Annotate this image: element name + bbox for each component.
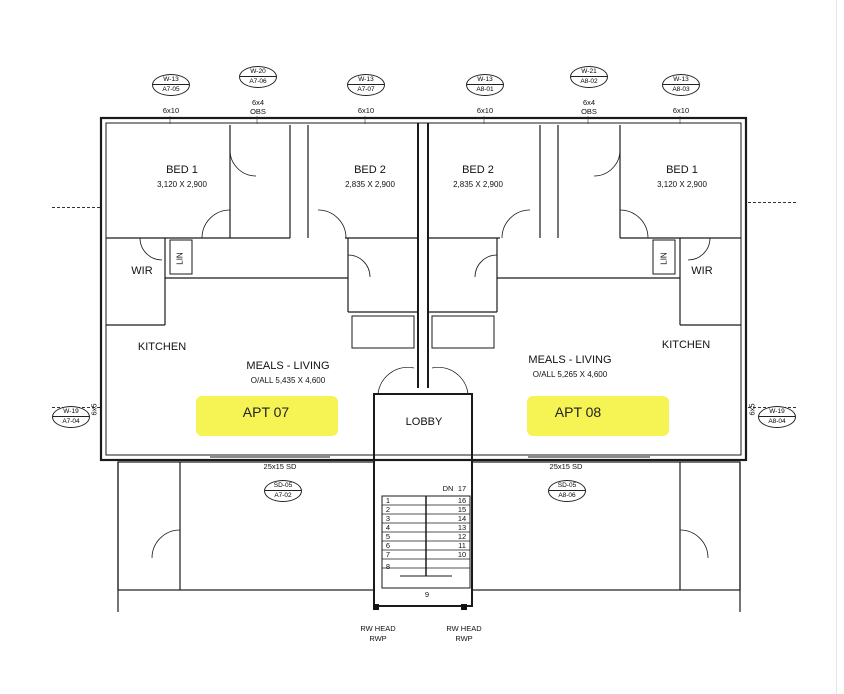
downpipe-label: RW HEAD	[360, 624, 396, 633]
room-dims: 3,120 X 2,900	[657, 180, 707, 189]
room-dims: 3,120 X 2,900	[157, 180, 207, 189]
stair-direction: DN	[442, 484, 454, 493]
room-dims: 2,835 X 2,900	[345, 180, 395, 189]
room-name: KITCHEN	[137, 341, 187, 353]
window-size: 6x4	[251, 98, 265, 107]
stair-step: 13	[457, 523, 467, 532]
stair-step: 10	[457, 550, 467, 559]
room-name: WIR	[131, 265, 153, 277]
room-name: BED 1	[166, 164, 198, 176]
guide-line-right	[748, 202, 796, 203]
room-dims: O/ALL 5,435 X 4,600	[250, 376, 326, 385]
stair-step: 3	[385, 514, 391, 523]
downpipe-label: RWP	[455, 634, 473, 643]
apt-07-highlight	[196, 396, 338, 436]
stair-landing: 9	[424, 590, 430, 599]
room-name: LOBBY	[405, 416, 443, 428]
apartment-label: APT 08	[554, 404, 602, 420]
room-name: BED 1	[666, 164, 698, 176]
guide-line-left	[52, 207, 100, 208]
window-size: 6x10	[672, 106, 690, 115]
room-name: BED 2	[462, 164, 494, 176]
stair-step: 15	[457, 505, 467, 514]
window-size: 6x5	[89, 403, 99, 416]
window-label: OBS	[581, 107, 597, 116]
stair-step: 1	[385, 496, 391, 505]
apartment-label: APT 07	[242, 404, 290, 420]
window-size: 6x10	[162, 106, 180, 115]
door-size: 25x15 SD	[263, 462, 297, 471]
room-dims: O/ALL 5,265 X 4,600	[532, 370, 608, 379]
window-size: 6x10	[476, 106, 494, 115]
stair-step: 11	[458, 541, 466, 550]
window-size: 6x5	[747, 403, 757, 416]
window-size: 6x10	[357, 106, 375, 115]
stair-step: 8	[385, 562, 391, 571]
page-edge-line	[836, 0, 837, 694]
door-size: 25x15 SD	[549, 462, 583, 471]
stair-step: 4	[385, 523, 391, 532]
window-size: 6x4	[582, 98, 596, 107]
downpipe-label: RWP	[369, 634, 387, 643]
room-name: LIN	[175, 252, 185, 265]
room-name: LIN	[659, 252, 669, 265]
stair-step: 17	[457, 484, 467, 493]
stair-step: 6	[385, 541, 391, 550]
stair-step: 16	[457, 496, 467, 505]
downpipe-label: RW HEAD	[446, 624, 482, 633]
window-label: OBS	[250, 107, 266, 116]
room-name: MEALS - LIVING	[246, 360, 330, 372]
room-name: BED 2	[354, 164, 386, 176]
room-dims: 2,835 X 2,900	[453, 180, 503, 189]
room-name: MEALS - LIVING	[528, 354, 612, 366]
apt-08-highlight	[527, 396, 669, 436]
room-name: KITCHEN	[661, 339, 711, 351]
stair-step: 14	[457, 514, 467, 523]
stair-step: 5	[385, 532, 391, 541]
stair-step: 12	[457, 532, 467, 541]
stair-step: 7	[385, 550, 391, 559]
stair-step: 2	[385, 505, 391, 514]
room-name: WIR	[691, 265, 713, 277]
